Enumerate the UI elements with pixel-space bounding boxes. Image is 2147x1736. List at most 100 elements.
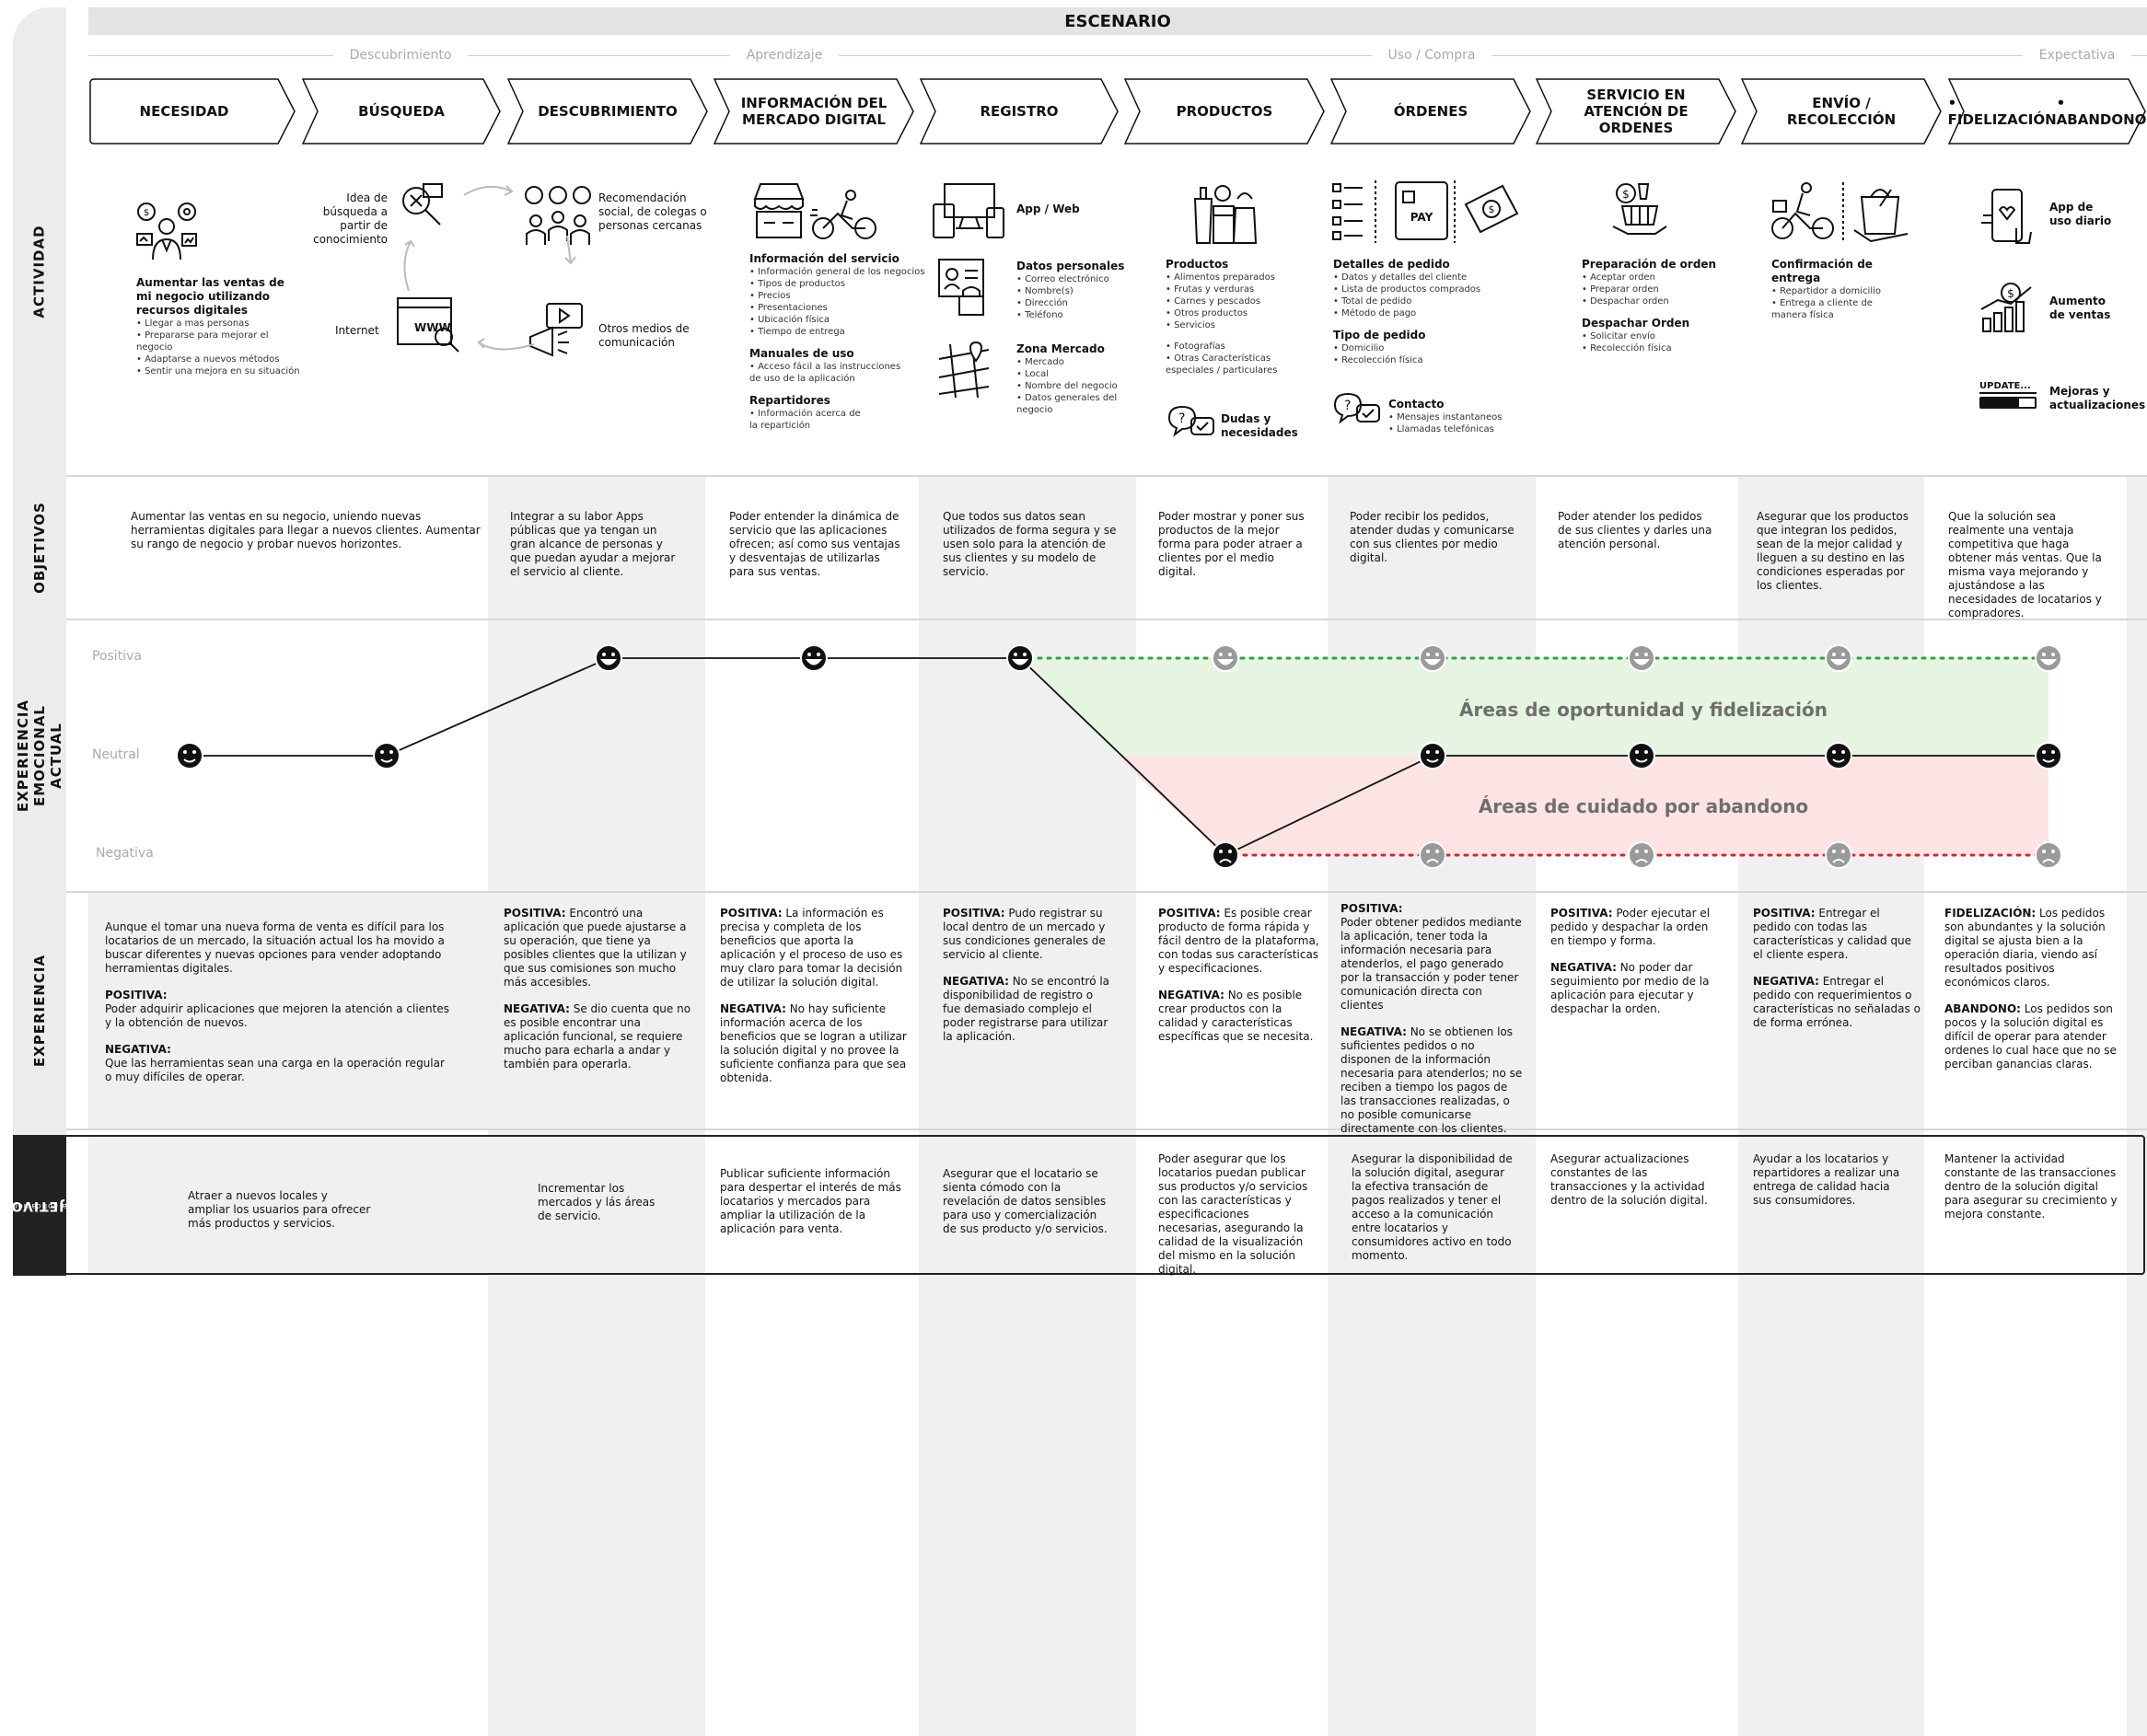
current-emotion-face: [2035, 742, 2062, 770]
svg-text:$: $: [1489, 203, 1495, 215]
negocio-1: Atraer a nuevos locales y ampliar los us…: [188, 1189, 371, 1230]
current-emotion-face-mouth: [1635, 758, 1648, 763]
objetivo-4: Que todos sus datos sean utilizados de f…: [943, 510, 1117, 578]
stage-label: BÚSQUEDA: [358, 103, 445, 120]
row-divider: [66, 475, 2147, 477]
potential-positive-face: [1212, 644, 1239, 672]
activity-necesidad: Aumentar las ventas de mi negocio utiliz…: [136, 276, 302, 377]
potential-positive-face-eye: [1832, 653, 1836, 656]
delivery-bike-icon: [810, 190, 876, 239]
stage-chevron: PRODUCTOS: [1123, 77, 1326, 145]
abandon-area-label: Áreas de cuidado por abandono: [1478, 795, 1809, 817]
phase-uso-compra: Uso / Compra: [856, 46, 2007, 64]
current-emotion-face-eye: [807, 653, 811, 656]
objetivo-3: Poder entender la dinámica de servicio q…: [729, 510, 900, 578]
current-emotion-face-eye: [1426, 750, 1430, 754]
opportunity-area: [1020, 658, 2048, 756]
stage-chevron: BÚSQUEDA: [301, 77, 502, 145]
mobile-app-icon: [1981, 189, 2032, 244]
emotion-level-neutral: Neutral: [92, 747, 140, 762]
potential-negative-face-mouth: [1832, 859, 1845, 863]
current-emotion-face-mouth: [380, 758, 393, 763]
current-emotion-face: [373, 742, 400, 770]
potential-positive-face-eye: [2042, 653, 2046, 656]
www-browser-icon: WWW: [397, 297, 459, 353]
row-divider: [66, 1128, 2147, 1130]
negocio-8: Ayudar a los locatarios y repartidores a…: [1753, 1152, 1900, 1207]
stage-label: • FIDELIZACIÓN• ABANDONO: [1947, 95, 2147, 128]
grocery-products-icon: [1193, 185, 1258, 244]
activity-registro-app: App / Web: [1016, 203, 1080, 215]
current-emotion-face-eye: [817, 653, 820, 656]
potential-positive-face-eye: [1228, 653, 1232, 656]
stage-chevron: ENVÍO / RECOLECCIÓN: [1740, 77, 1943, 145]
busqueda-otros-label: Otros medios de comunicación: [598, 322, 690, 349]
current-emotion-face-eye: [2051, 750, 2055, 754]
market-store-icon: [753, 183, 805, 238]
busqueda-recomendacion-label: Recomendación social, de colegas o perso…: [598, 191, 707, 232]
stage-label: ENVÍO / RECOLECCIÓN: [1786, 95, 1897, 128]
stage-chevron: INFORMACIÓN DEL MERCADO DIGITAL: [713, 77, 915, 145]
potential-positive-face: [2035, 644, 2062, 672]
potential-positive-face-eye: [1219, 653, 1223, 656]
current-emotion-face-eye: [1228, 850, 1232, 853]
stage-chevron: ÓRDENES: [1329, 77, 1532, 145]
fidelizacion-ventas: Aumento de ventas: [2049, 295, 2111, 321]
potential-positive-face-mouth: [1632, 659, 1651, 665]
stage-chevron: DESCUBRIMIENTO: [506, 77, 709, 145]
current-emotion-face-eye: [389, 750, 393, 754]
current-emotion-face-eye: [1023, 653, 1027, 656]
potential-positive-face-mouth: [1216, 659, 1235, 665]
activity-registro-zona: Zona Mercado • Mercado • Local • Nombre …: [1016, 342, 1118, 415]
svg-text:$: $: [1622, 188, 1630, 201]
objetivo-2: Integrar a su labor Apps públicas que ya…: [510, 510, 676, 578]
emotion-chart: [176, 644, 2062, 869]
current-emotion-face-mouth: [1219, 859, 1232, 863]
list-item: • Prepararse para mejorar el negocio: [136, 330, 269, 353]
busqueda-idea-label: Idea de búsqueda a partir de conocimient…: [313, 191, 388, 246]
current-emotion-face-eye: [183, 750, 187, 754]
sales-growth-icon: $: [1980, 283, 2032, 332]
stage-chevron: NECESIDAD: [88, 77, 296, 145]
current-emotion-face: [1825, 742, 1852, 770]
activity-informacion: Información del servicio • Información g…: [749, 252, 925, 431]
experiencia-col: POSITIVA: Poder ejecutar el pedido y des…: [1550, 907, 1711, 1015]
svg-text:$: $: [144, 208, 149, 218]
current-emotion-face-eye: [1841, 750, 1845, 754]
current-emotion-face: [176, 742, 203, 770]
current-emotion-face-eye: [611, 653, 615, 656]
potential-positive-face-eye: [1644, 653, 1648, 656]
map-pin-icon: [938, 341, 990, 399]
potential-positive-face-eye: [1841, 653, 1845, 656]
svg-text:?: ?: [1178, 411, 1185, 426]
potential-negative-face: [2035, 841, 2062, 869]
stage-label: SERVICIO EN ATENCIÓN DE ORDENES: [1584, 87, 1689, 136]
stage-chevron: SERVICIO EN ATENCIÓN DE ORDENES: [1535, 77, 1737, 145]
busqueda-internet-label: Internet: [335, 324, 379, 337]
objetivo-7: Poder atender los pedidos de sus cliente…: [1558, 510, 1712, 550]
search-cycle-arrows: [403, 185, 576, 351]
emotion-level-positiva: Positiva: [92, 649, 142, 664]
fidelizacion-mejoras: Mejoras y actualizaciones: [2049, 385, 2146, 411]
potential-positive-face-mouth: [2039, 659, 2058, 665]
current-emotion-face: [800, 644, 828, 672]
list-item: • Adaptarse a nuevos métodos: [136, 354, 280, 365]
potential-positive-face: [1628, 644, 1655, 672]
activity-productos-dudas: Dudas y necesidades: [1221, 412, 1298, 439]
id-card-lock-icon: [938, 259, 984, 316]
order-pay-icon: PAY $: [1332, 180, 1519, 243]
stage-label: INFORMACIÓN DEL MERCADO DIGITAL: [740, 95, 888, 128]
current-emotion-face-eye: [1832, 750, 1836, 754]
idea-search-icon: [402, 183, 443, 226]
potential-positive-face: [1419, 644, 1446, 672]
negocio-9: Mantener la actividad constante de las t…: [1944, 1152, 2118, 1221]
potential-negative-face: [1628, 841, 1655, 869]
fidelizacion-app: App de uso diario: [2049, 201, 2112, 227]
objetivo-9: Que la solución sea realmente una ventaj…: [1948, 510, 2102, 619]
phase-descubrimiento: Descubrimiento: [88, 46, 714, 64]
experiencia-col: POSITIVA: Encontró una aplicación que pu…: [504, 907, 691, 1071]
current-emotion-face-eye: [1014, 653, 1017, 656]
potential-negative-face-eye: [2051, 850, 2055, 853]
current-emotion-face-mouth: [805, 659, 823, 665]
experiencia-col: POSITIVA:Poder obtener pedidos mediante …: [1340, 902, 1523, 1135]
